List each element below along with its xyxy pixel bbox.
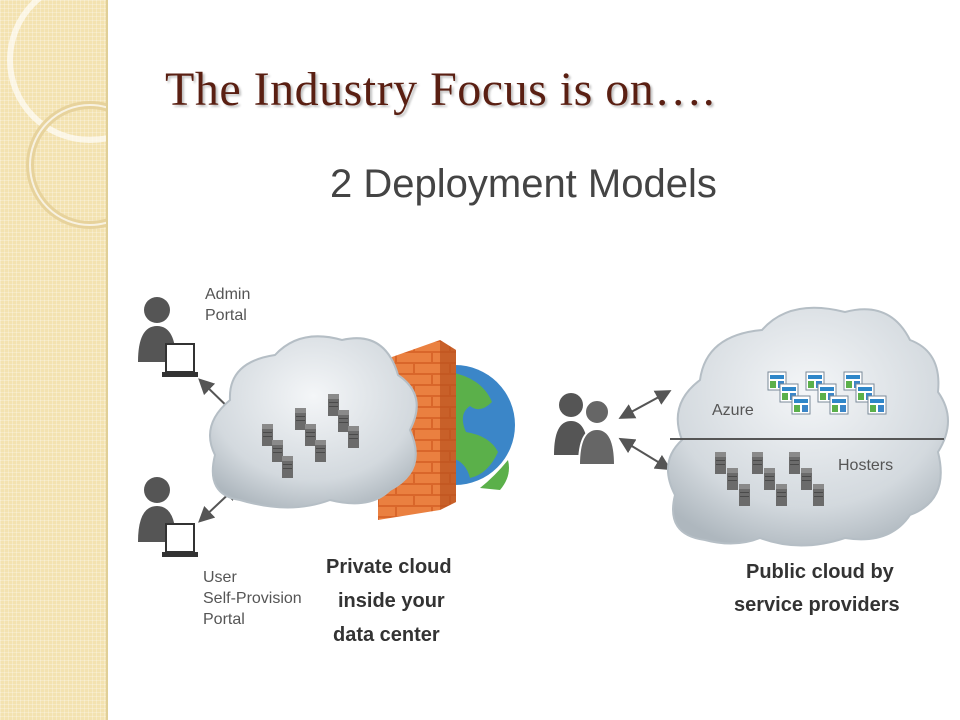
public-cloud-caption: Public cloud by service providers: [734, 561, 900, 616]
decorative-side-band: [0, 0, 108, 720]
azure-link-arrow: [618, 390, 672, 419]
hosters-link-arrow: [618, 437, 672, 471]
slide-title: The Industry Focus is on….: [165, 63, 716, 116]
decorative-circles: [7, 0, 106, 229]
private-cloud-shape: [209, 335, 418, 509]
user-portal-label: User Self-Provision Portal: [203, 569, 306, 628]
user-person-icon: [138, 477, 198, 557]
customers-group-icon: [554, 393, 617, 466]
hosters-label: Hosters: [838, 457, 893, 474]
azure-label: Azure: [712, 402, 754, 419]
private-cloud-caption: Private cloud inside your data center: [326, 556, 457, 646]
admin-person-icon: [138, 297, 198, 377]
admin-portal-label: Admin Portal: [205, 286, 255, 324]
diagram-heading: 2 Deployment Models: [330, 162, 717, 206]
public-cloud-shape: [666, 306, 949, 547]
